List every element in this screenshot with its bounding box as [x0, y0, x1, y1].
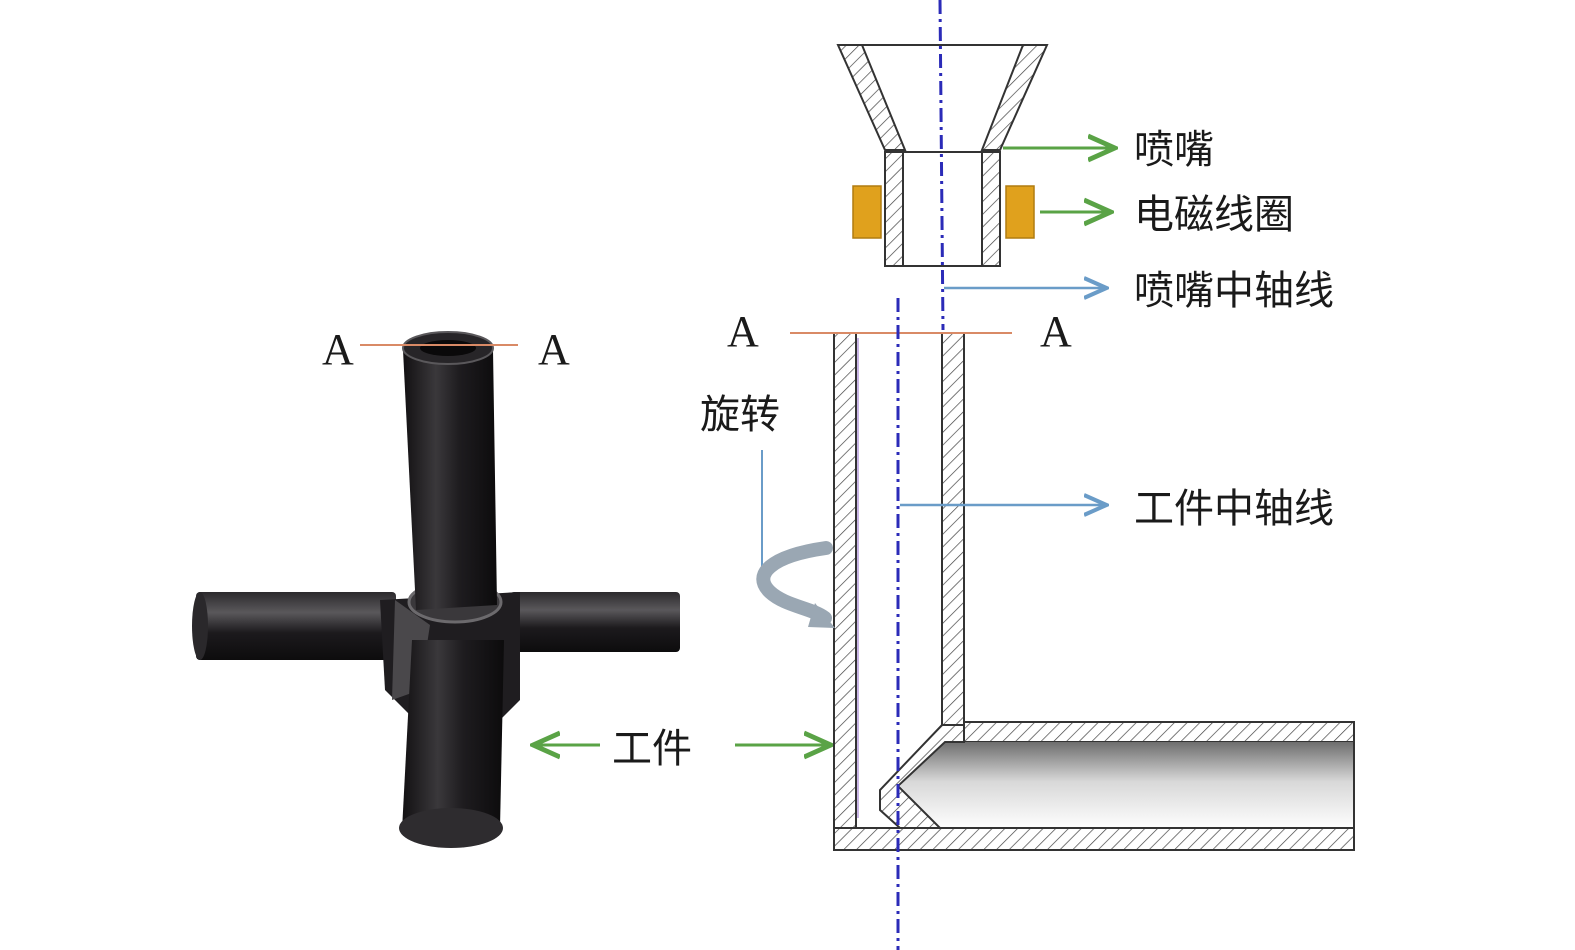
nozzle-axis-callout: 喷嘴中轴线	[944, 268, 1334, 314]
workpiece-axis-callout: 工件中轴线	[900, 486, 1334, 532]
workpiece-callout: 工件	[536, 726, 828, 772]
workpiece-axis-label: 工件中轴线	[1134, 486, 1334, 532]
rotation-label: 旋转	[700, 392, 780, 438]
section-label-a-right: A	[1040, 307, 1072, 356]
section-label-a-right-photo: A	[538, 325, 570, 374]
nozzle-axis-line	[938, 0, 945, 331]
rotation-arrow-icon	[756, 541, 833, 625]
section-label-a-left-photo: A	[322, 325, 354, 374]
electromagnetic-coil	[852, 185, 1035, 239]
nozzle-label: 喷嘴	[1134, 127, 1214, 173]
workpiece-photo	[192, 331, 680, 848]
coil-label: 电磁线圈	[1134, 192, 1294, 238]
section-line-photo: A A	[322, 325, 570, 374]
coil-callout: 电磁线圈	[1040, 192, 1294, 238]
nozzle-axis-label: 喷嘴中轴线	[1134, 268, 1334, 314]
nozzle-shape	[836, 44, 1049, 267]
nozzle-callout: 喷嘴	[1003, 127, 1214, 173]
rotation-callout: 旋转	[700, 392, 835, 628]
workpiece-label: 工件	[612, 726, 692, 772]
workpiece-section	[790, 332, 1355, 851]
section-label-a-left: A	[727, 307, 759, 356]
